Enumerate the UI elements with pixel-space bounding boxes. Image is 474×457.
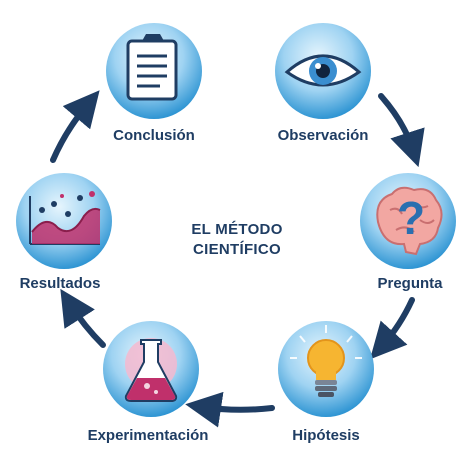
label-conclusion: Conclusión	[113, 127, 195, 144]
clipboard-icon	[126, 34, 178, 101]
arrow-observacion-to-pregunta	[378, 93, 425, 168]
step-hipotesis	[278, 321, 374, 417]
label-observacion: Observación	[277, 127, 369, 144]
arrow-resultados-to-conclusion	[50, 90, 100, 163]
flask-icon	[124, 338, 178, 402]
lightbulb-icon	[290, 325, 362, 397]
title-line-2: CIENTÍFICO	[192, 241, 281, 258]
label-pregunta: Pregunta	[377, 275, 443, 292]
arrow-hipotesis-to-experimentacion	[185, 391, 275, 428]
arrow-experimentacion-to-resultados	[60, 288, 106, 348]
brain-question-icon: ?	[376, 186, 443, 256]
diagram-title: EL MÉTODO CIENTÍFICO	[191, 220, 282, 260]
step-pregunta: ?	[360, 173, 456, 269]
label-resultados: Resultados	[19, 275, 101, 292]
step-observacion	[275, 23, 371, 119]
arrow-pregunta-to-hipotesis	[369, 297, 415, 360]
label-experimentacion: Experimentación	[87, 427, 209, 444]
step-conclusion	[106, 23, 202, 119]
step-experimentacion	[103, 321, 199, 417]
step-resultados	[16, 173, 112, 269]
label-hipotesis: Hipótesis	[292, 427, 360, 444]
title-line-1: EL MÉTODO	[191, 221, 283, 238]
svg-text:?: ?	[397, 192, 425, 244]
chart-icon	[29, 191, 101, 245]
eye-icon	[284, 54, 362, 87]
cycle-arrows	[50, 90, 425, 428]
